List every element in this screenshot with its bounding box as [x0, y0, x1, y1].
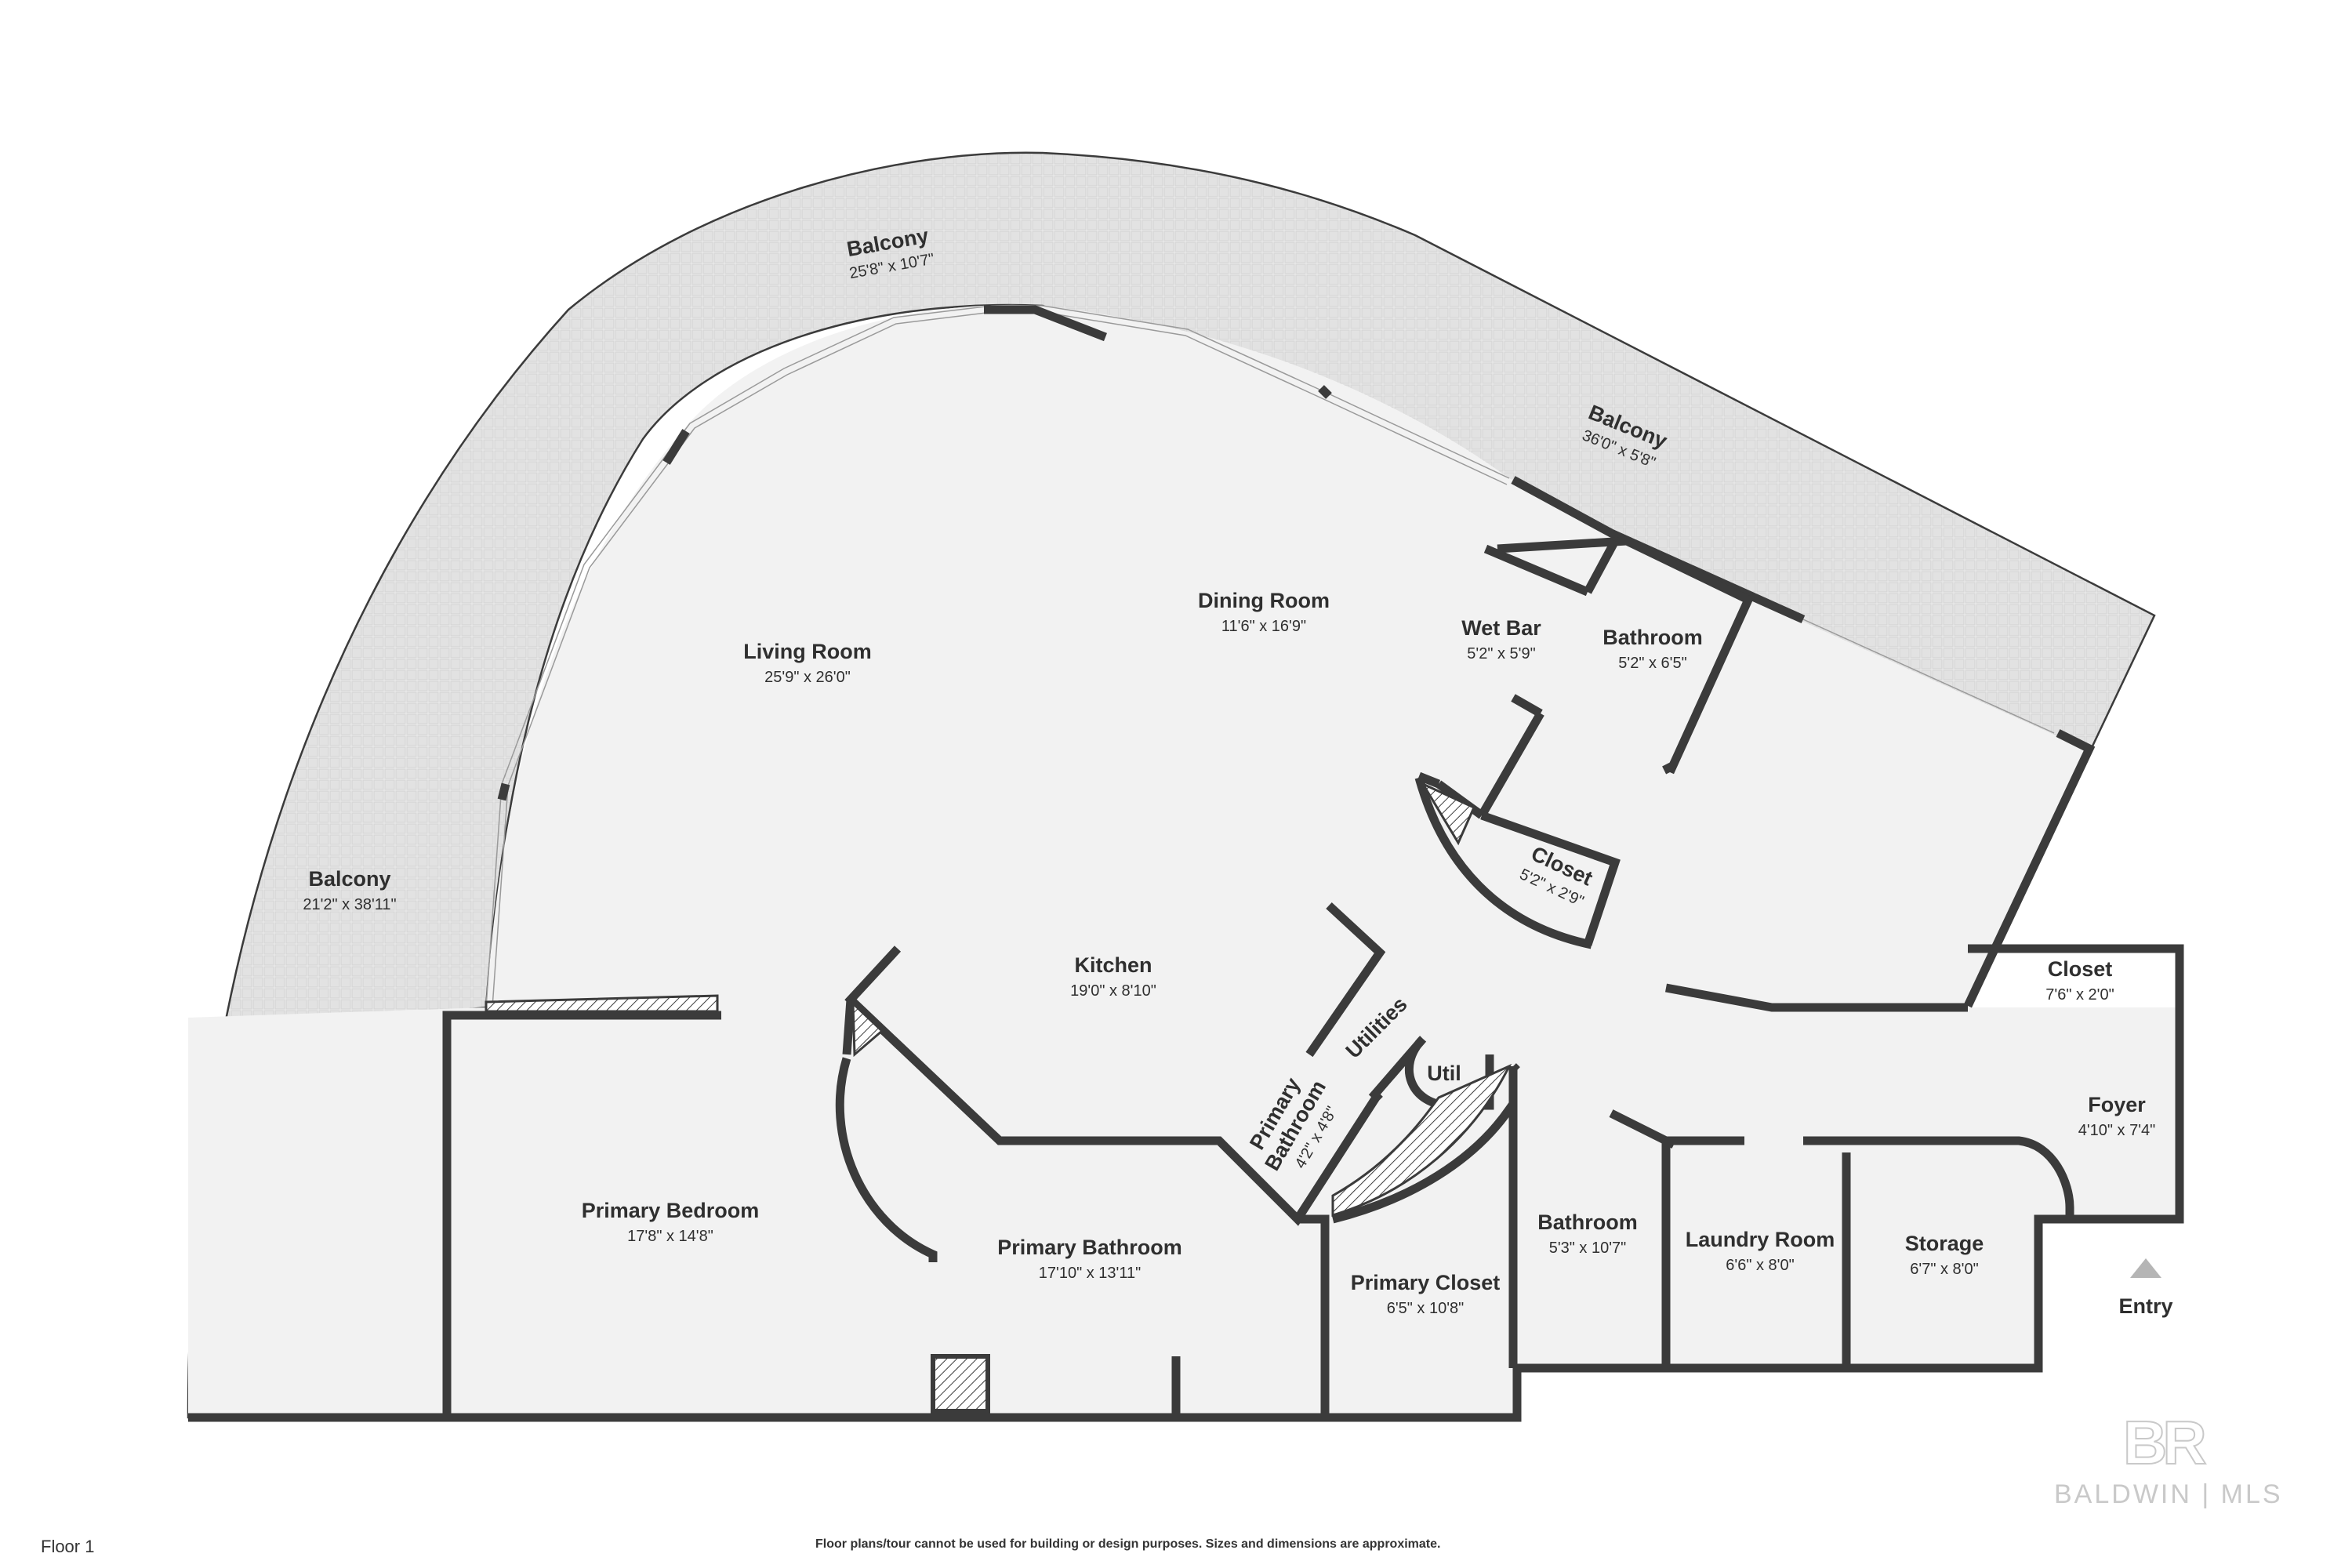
svg-text:Closet: Closet [2048, 957, 2113, 981]
svg-text:6'5" x 10'8": 6'5" x 10'8" [1387, 1300, 1465, 1317]
room-label-bathroom-lower: Bathroom 5'3" x 10'7" [1537, 1210, 1638, 1257]
interior-wall [1480, 811, 1621, 946]
interior-wall [1171, 1214, 1330, 1417]
svg-text:19'0" x 8'10": 19'0" x 8'10" [1070, 982, 1156, 1000]
entry-arrow-icon [2130, 1258, 2161, 1278]
svg-text:Balcony: Balcony [308, 867, 390, 891]
svg-text:5'3" x 10'7": 5'3" x 10'7" [1549, 1240, 1627, 1257]
exterior-wall [1964, 729, 2096, 1008]
logo-mark: BR [2122, 1407, 2208, 1478]
svg-text:Storage: Storage [1905, 1232, 1984, 1255]
svg-text:17'10" x 13'11": 17'10" x 13'11" [1039, 1265, 1141, 1282]
room-label-dining-room: Dining Room 11'6" x 16'9" [1198, 589, 1330, 635]
balcony-surface [187, 151, 2156, 1419]
svg-text:Primary Bedroom: Primary Bedroom [582, 1199, 760, 1222]
room-label-balcony-left: Balcony 21'2" x 38'11" [303, 867, 396, 913]
svg-text:Dining Room: Dining Room [1198, 589, 1330, 612]
hatched-column [931, 1354, 990, 1414]
svg-text:7'6" x 2'0": 7'6" x 2'0" [2045, 986, 2114, 1004]
room-label-bathroom-upper: Bathroom 5'2" x 6'5" [1602, 626, 1703, 672]
room-label-closet-entry: Closet 7'6" x 2'0" [2045, 957, 2114, 1004]
window-line [1802, 619, 2055, 734]
svg-text:Primary Closet: Primary Closet [1351, 1271, 1501, 1294]
interior-wall [1497, 536, 1755, 775]
interior-wall [1331, 1101, 1517, 1224]
svg-text:Bathroom: Bathroom [1602, 626, 1703, 649]
svg-text:Wet Bar: Wet Bar [1461, 616, 1541, 640]
room-label-primary-bedroom: Primary Bedroom 17'8" x 14'8" [582, 1199, 760, 1245]
logo-text: BALDWIN | MLS [2054, 1479, 2283, 1509]
exterior-wall [1517, 1214, 2085, 1373]
exterior-wall [497, 385, 1332, 801]
kitchen-wall [1305, 902, 1386, 1058]
room-label-laundry-room: Laundry Room 6'6" x 8'0" [1686, 1228, 1835, 1274]
window-line [485, 305, 1510, 1008]
room-label-util: Util [1427, 1062, 1461, 1085]
room-label-storage: Storage 6'7" x 8'0" [1905, 1232, 1984, 1278]
interior-wall [1508, 1063, 1520, 1368]
bath-curve-wall [835, 1057, 938, 1262]
svg-text:Foyer: Foyer [2088, 1093, 2146, 1116]
svg-text:21'2" x 38'11": 21'2" x 38'11" [303, 896, 396, 913]
room-label-wet-bar: Wet Bar 5'2" x 5'9" [1461, 616, 1541, 662]
exterior-wall [1968, 944, 2184, 1224]
room-label-primary-closet: Primary Closet 6'5" x 10'8" [1351, 1271, 1501, 1317]
svg-text:11'6" x 16'9": 11'6" x 16'9" [1221, 618, 1306, 635]
svg-text:6'7" x 8'0": 6'7" x 8'0" [1910, 1261, 1978, 1278]
room-label-foyer: Foyer 4'10" x 7'4" [2078, 1093, 2156, 1139]
svg-text:6'6" x 8'0": 6'6" x 8'0" [1726, 1257, 1794, 1274]
interior-wall [1609, 1109, 2074, 1368]
svg-text:17'8" x 14'8": 17'8" x 14'8" [627, 1228, 713, 1245]
svg-text:5'2" x 6'5": 5'2" x 6'5" [1618, 655, 1686, 672]
svg-text:Laundry Room: Laundry Room [1686, 1228, 1835, 1251]
svg-text:Kitchen: Kitchen [1074, 953, 1152, 977]
hatched-utility [1331, 1063, 1512, 1218]
hatched-sill [485, 994, 719, 1013]
closet-curve-wall [1414, 776, 1593, 949]
svg-text:Living Room: Living Room [743, 640, 872, 663]
floor-label: Floor 1 [41, 1537, 95, 1556]
svg-text:4'10" x 7'4": 4'10" x 7'4" [2078, 1122, 2156, 1139]
hallway-wall [1664, 983, 1968, 1012]
hatched-closet-wedge [1420, 781, 1475, 846]
baldwin-mls-logo: BR BALDWIN | MLS [2054, 1407, 2289, 1517]
disclaimer-text: Floor plans/tour cannot be used for buil… [815, 1537, 1441, 1551]
room-label-kitchen: Kitchen 19'0" x 8'10" [1070, 953, 1156, 1000]
svg-text:5'2" x 5'9": 5'2" x 5'9" [1467, 645, 1535, 662]
hatched-bath-corner [851, 1000, 884, 1058]
window-line [492, 311, 1508, 1008]
interior-wall [1483, 539, 1619, 717]
entry-label: Entry [2118, 1294, 2172, 1318]
room-label-living-room: Living Room 25'9" x 26'0" [743, 640, 872, 686]
svg-text:25'9" x 26'0": 25'9" x 26'0" [764, 669, 851, 686]
room-label-primary-bathroom: Primary Bathroom 17'10" x 13'11" [997, 1236, 1182, 1282]
interior-wall [842, 999, 855, 1055]
svg-text:Primary Bathroom: Primary Bathroom [997, 1236, 1182, 1259]
svg-text:Bathroom: Bathroom [1537, 1210, 1638, 1234]
exterior-wall [188, 1368, 1522, 1422]
exterior-wall [984, 305, 1107, 342]
